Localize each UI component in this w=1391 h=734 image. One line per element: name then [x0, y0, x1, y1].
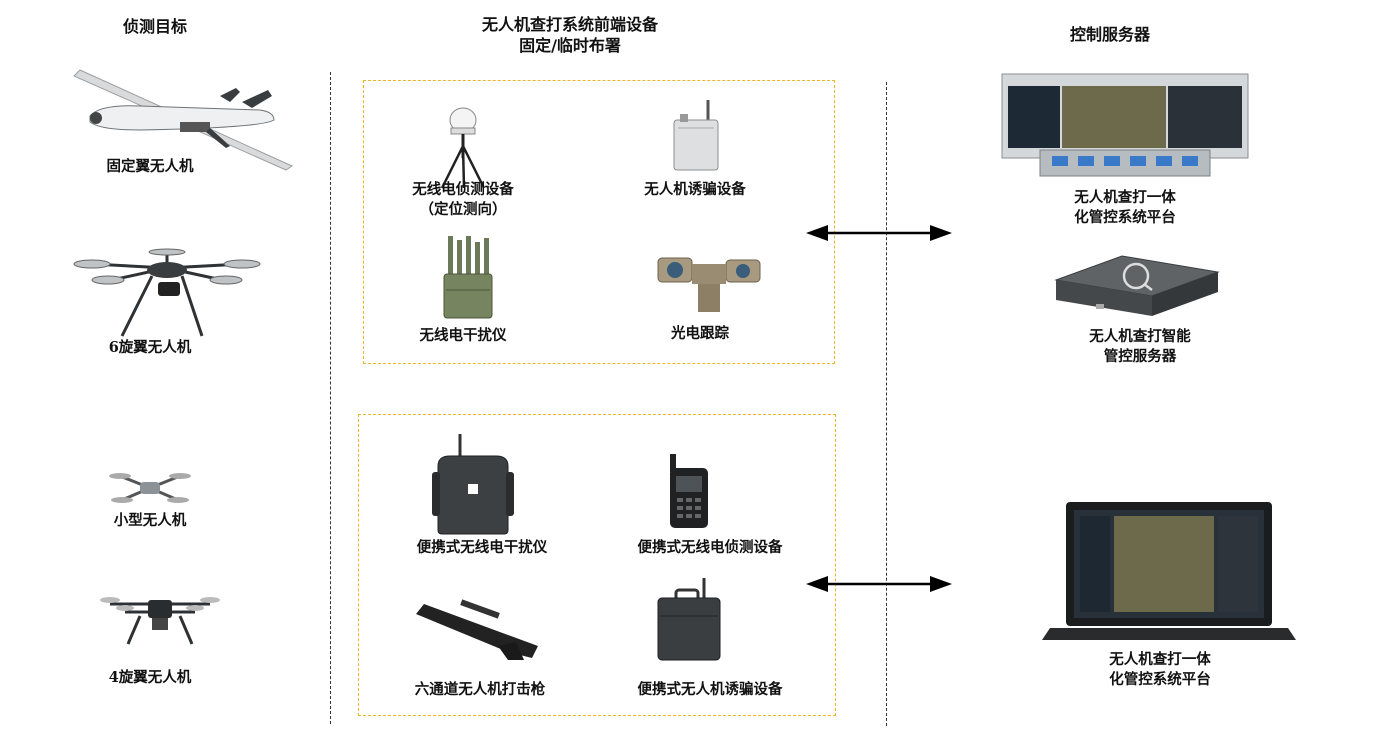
server-label-console-line1: 无人机查打一体 — [1074, 189, 1176, 206]
radio-jammer-icon — [443, 236, 493, 319]
device-label-spoofing: 无人机诱骗设备 — [644, 181, 746, 198]
portable-deployment-box — [358, 414, 836, 716]
device-label-handheld-detector: 便携式无线电侦测设备 — [637, 539, 783, 556]
device-label-radio-detection: 无线电侦测设备 — [412, 181, 514, 198]
device-label-eo-tracker: 光电跟踪 — [671, 325, 729, 342]
laptop-icon — [1042, 502, 1296, 640]
backpack-jammer-icon — [432, 434, 514, 535]
target-label-hexacopter: 6旋翼无人机 — [108, 339, 192, 356]
right-divider — [886, 82, 887, 726]
device-sublabel-radio-detection: （定位测向） — [419, 201, 507, 218]
device-label-portable-spoofer: 便携式无人机诱骗设备 — [637, 681, 783, 698]
radio-detection-antenna-icon — [440, 107, 486, 189]
control-console-icon — [1001, 73, 1249, 177]
server-label-console-line2: 化管控系统平台 — [1074, 209, 1176, 226]
small-drone-icon — [109, 473, 191, 503]
server-box-icon — [1054, 255, 1220, 316]
header-frontend-line2: 固定/临时布署 — [519, 36, 621, 55]
server-label-box-line2: 管控服务器 — [1103, 348, 1177, 365]
server-label-laptop-line1: 无人机查打一体 — [1109, 651, 1211, 668]
electro-optical-tracker-icon — [657, 257, 761, 312]
fixed-deployment-box — [363, 80, 835, 364]
jammer-gun-icon — [416, 599, 538, 660]
device-label-radio-jammer: 无线电干扰仪 — [419, 327, 507, 344]
portable-spoofer-icon — [657, 578, 721, 661]
device-label-backpack-jammer: 便携式无线电干扰仪 — [416, 539, 548, 556]
hexacopter-icon — [73, 248, 261, 337]
quadcopter-icon — [100, 597, 220, 645]
header-frontend-line1: 无人机查打系统前端设备 — [481, 15, 658, 34]
header-targets: 侦测目标 — [122, 17, 187, 36]
handheld-detector-icon — [670, 454, 708, 528]
fixed-wing-drone-icon — [73, 69, 294, 171]
device-label-jammer-gun: 六通道无人机打击枪 — [414, 681, 546, 698]
target-label-quadcopter: 4旋翼无人机 — [108, 669, 192, 686]
top-bidirectional-arrow — [806, 225, 952, 241]
target-label-small-drone: 小型无人机 — [113, 512, 187, 529]
server-label-box-line1: 无人机查打智能 — [1089, 328, 1191, 345]
server-label-laptop-line2: 化管控系统平台 — [1109, 671, 1211, 688]
target-label-fixed-wing: 固定翼无人机 — [106, 158, 194, 175]
left-divider — [330, 72, 331, 724]
spoofing-device-icon — [673, 100, 719, 171]
header-server: 控制服务器 — [1069, 25, 1150, 44]
bottom-bidirectional-arrow — [806, 576, 952, 592]
